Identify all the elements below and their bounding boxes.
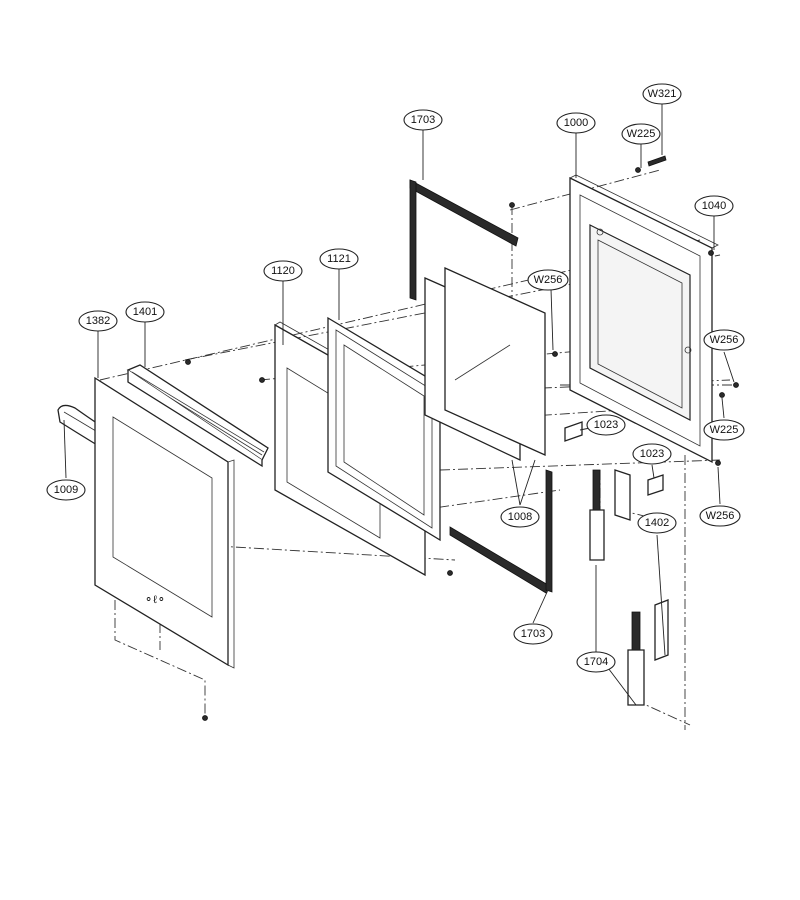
callout-1382[interactable]: 1382 xyxy=(78,310,118,332)
callout-1703-top[interactable]: 1703 xyxy=(403,109,443,131)
callout-label: 1040 xyxy=(702,200,726,212)
callout-w321[interactable]: W321 xyxy=(642,83,682,105)
callout-label: 1703 xyxy=(411,114,435,126)
bottom-seal-strip xyxy=(449,469,553,594)
callout-label: 1023 xyxy=(594,419,618,431)
hinge-clips xyxy=(564,421,664,496)
glass-panes xyxy=(424,266,546,462)
callout-1009[interactable]: 1009 xyxy=(46,479,86,501)
callout-label: 1382 xyxy=(86,315,110,327)
svg-text:⚬ℓ⚬: ⚬ℓ⚬ xyxy=(144,594,166,606)
callout-w256-mid[interactable]: W256 xyxy=(527,269,569,291)
callout-label: W225 xyxy=(627,128,656,140)
callout-label: 1121 xyxy=(327,253,351,265)
callout-1023-upper[interactable]: 1023 xyxy=(586,414,626,436)
top-vent-trim xyxy=(126,364,269,468)
callout-label: W321 xyxy=(648,88,677,100)
callout-1703-bottom[interactable]: 1703 xyxy=(513,623,553,645)
callout-1402[interactable]: 1402 xyxy=(637,512,677,534)
callout-1120[interactable]: 1120 xyxy=(263,260,303,282)
callout-1121[interactable]: 1121 xyxy=(319,248,359,270)
hinge-assembly xyxy=(589,469,669,706)
callout-label: W225 xyxy=(710,424,739,436)
callout-label: W256 xyxy=(710,334,739,346)
callout-1008[interactable]: 1008 xyxy=(500,506,540,528)
callout-label: 1401 xyxy=(133,306,157,318)
callout-1023-lower[interactable]: 1023 xyxy=(632,443,672,465)
callout-w256-bottom[interactable]: W256 xyxy=(699,505,741,527)
callout-w225-top[interactable]: W225 xyxy=(621,123,661,145)
callout-label: 1703 xyxy=(521,628,545,640)
callout-label: W256 xyxy=(706,510,735,522)
top-seal-strip xyxy=(409,179,519,301)
callout-label: 1000 xyxy=(564,117,588,129)
gasket-frame xyxy=(327,316,441,542)
screws xyxy=(185,155,739,721)
callout-label: 1008 xyxy=(508,511,532,523)
callout-label: 1009 xyxy=(54,484,78,496)
callout-label: 1023 xyxy=(640,448,664,460)
part-callouts: W321 W225 1703 1000 1040 1120 1121 W256 xyxy=(46,83,745,673)
callout-label: 1402 xyxy=(645,517,669,529)
callout-label: 1120 xyxy=(271,265,295,277)
callout-w256-right[interactable]: W256 xyxy=(703,329,745,351)
callout-w225-right[interactable]: W225 xyxy=(703,419,745,441)
callout-1704[interactable]: 1704 xyxy=(576,651,616,673)
callout-1040[interactable]: 1040 xyxy=(694,195,734,217)
callout-1401[interactable]: 1401 xyxy=(125,301,165,323)
callout-1000[interactable]: 1000 xyxy=(556,112,596,134)
callout-label: 1704 xyxy=(584,656,608,668)
callout-label: W256 xyxy=(534,274,563,286)
door-frame xyxy=(569,174,719,464)
outer-door-panel: ⚬ℓ⚬ xyxy=(94,376,235,669)
